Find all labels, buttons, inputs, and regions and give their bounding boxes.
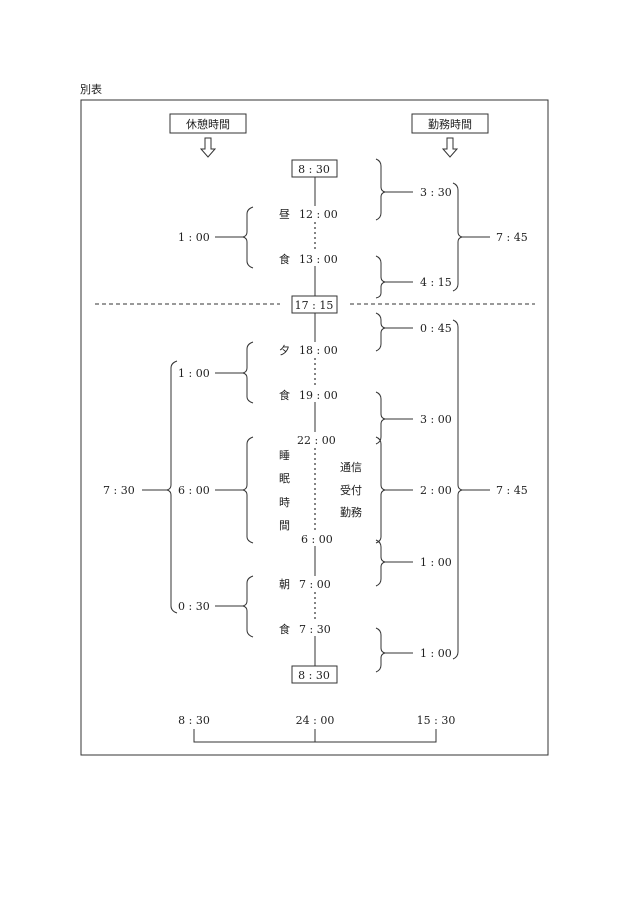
work-down-arrow-icon [441, 137, 459, 158]
night-work-total-brace [452, 319, 463, 660]
dinner-label-2: 食 [279, 388, 290, 402]
night-work-brace-2 [375, 391, 386, 445]
comm-duty-label-1: 通信 [340, 461, 362, 474]
footer-center-value: 24 : 00 [296, 714, 335, 727]
outer-frame [80, 99, 549, 756]
start-time: 8 : 30 [298, 163, 330, 176]
sleep-brace [242, 436, 254, 544]
night-work-seg-4: 1 : 00 [420, 556, 452, 569]
day-work-seg-2: 4 : 15 [420, 276, 452, 289]
day-work-brace-1 [375, 158, 386, 221]
night-work-brace-3 [375, 436, 386, 544]
sleep-end-time: 6 : 00 [301, 533, 333, 546]
breakfast-rest: 0 : 30 [178, 600, 210, 613]
dinner-label-1: 夕 [279, 344, 290, 357]
lunch-end-time: 13 : 00 [299, 253, 338, 266]
comm-duty-label-3: 勤務 [340, 505, 362, 519]
sleep-rest: 6 : 00 [178, 484, 210, 497]
night-work-brace-4 [375, 539, 386, 587]
breakfast-label-1: 朝 [279, 578, 290, 591]
dinner-rest: 1 : 00 [178, 367, 210, 380]
night-work-seg-5: 1 : 00 [420, 647, 452, 660]
page-label: 別表 [80, 82, 102, 96]
sleep-label-1: 睡 [279, 449, 290, 462]
lunch-label-1: 昼 [279, 208, 290, 221]
day-work-brace-2 [375, 255, 386, 299]
night-rest-total: 7 : 30 [103, 484, 135, 497]
start-time-box: 8 : 30 [291, 159, 338, 178]
mid-time-box: 17 : 15 [291, 295, 338, 314]
night-work-seg-1: 0 : 45 [420, 322, 452, 335]
night-work-seg-2: 3 : 00 [420, 413, 452, 426]
lunch-label-2: 食 [279, 252, 290, 266]
night-work-total: 7 : 45 [496, 484, 528, 497]
mid-time: 17 : 15 [295, 299, 334, 312]
sleep-label-3: 時 [279, 496, 290, 509]
footer-left-value: 8 : 30 [178, 714, 210, 727]
dinner-end-time: 19 : 00 [299, 389, 338, 402]
breakfast-brace [242, 575, 254, 638]
night-work-brace-1 [375, 312, 386, 352]
lunch-rest: 1 : 00 [178, 231, 210, 244]
breakfast-end-time: 7 : 30 [299, 623, 331, 636]
work-header: 勤務時間 [411, 113, 489, 134]
sleep-start-time: 22 : 00 [297, 434, 336, 447]
rest-header-label: 休憩時間 [186, 117, 230, 131]
footer-bracket [193, 729, 437, 743]
lunch-start-time: 12 : 00 [299, 208, 338, 221]
footer-right-value: 15 : 30 [417, 714, 456, 727]
work-header-label: 勤務時間 [428, 117, 472, 131]
breakfast-start-time: 7 : 00 [299, 578, 331, 591]
day-work-total: 7 : 45 [496, 231, 528, 244]
sleep-label-2: 眠 [279, 472, 290, 485]
end-time: 8 : 30 [298, 669, 330, 682]
rest-header: 休憩時間 [169, 113, 247, 134]
dinner-start-time: 18 : 00 [299, 344, 338, 357]
dinner-brace [242, 341, 254, 404]
breakfast-label-2: 食 [279, 622, 290, 636]
night-rest-total-brace [166, 360, 178, 614]
lunch-brace [242, 206, 254, 269]
sleep-label-4: 間 [279, 519, 290, 532]
rest-down-arrow-icon [199, 137, 217, 158]
day-work-total-brace [452, 182, 463, 292]
end-time-box: 8 : 30 [291, 665, 338, 684]
comm-duty-label-2: 受付 [340, 484, 362, 497]
night-work-brace-5 [375, 627, 386, 673]
night-work-seg-3: 2 : 00 [420, 484, 452, 497]
day-work-seg-1: 3 : 30 [420, 186, 452, 199]
